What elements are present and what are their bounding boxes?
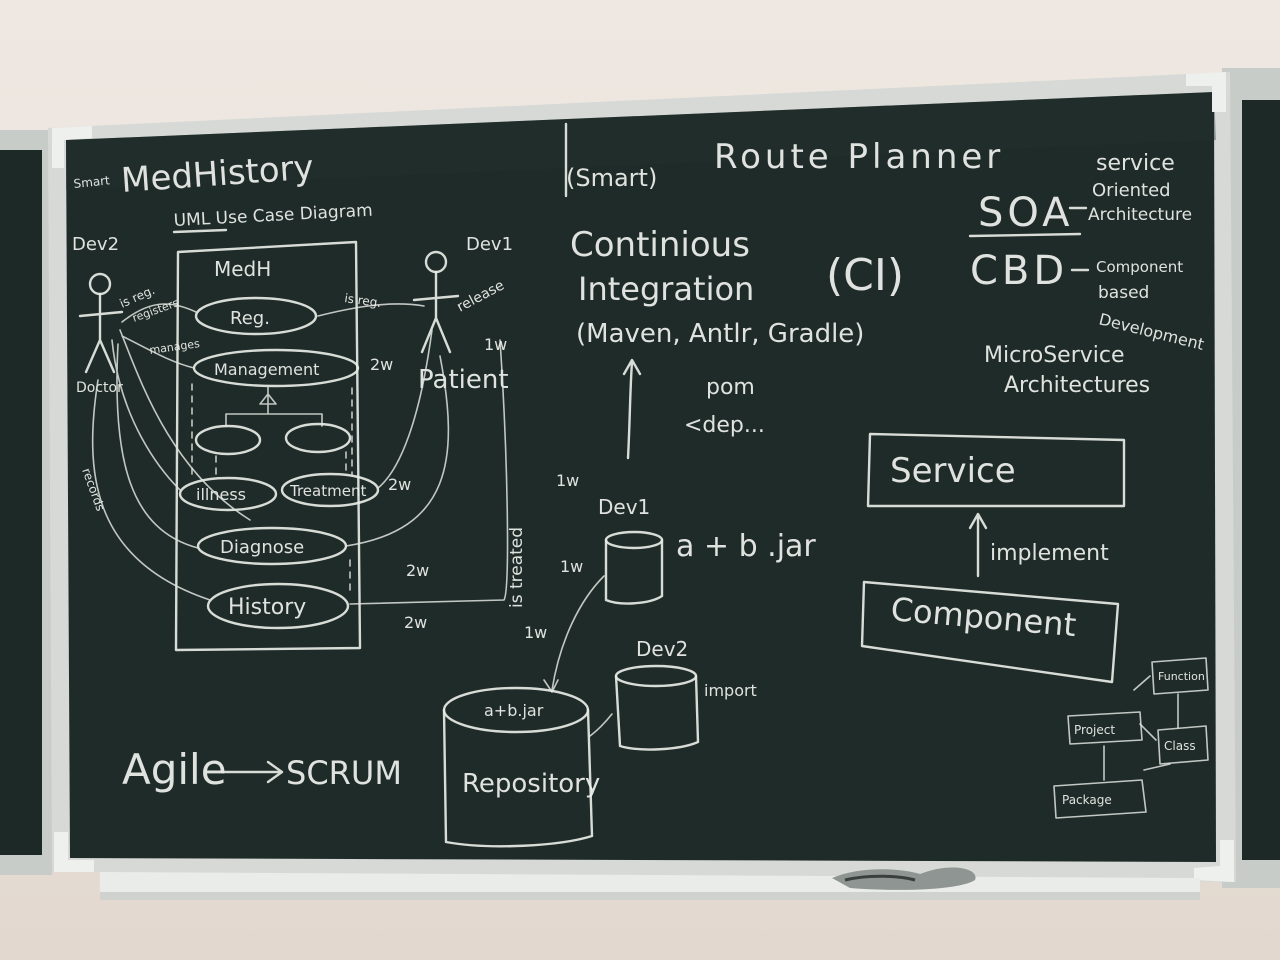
dev2-to-repo-arrow [589,713,613,737]
dev2-middle-label: Dev2 [636,637,688,661]
smart-label: Smart [73,173,111,191]
soa-full-2: Oriented [1092,180,1171,201]
duration-treatment: 2w [388,475,411,494]
duration-history: 2w [404,613,427,632]
package-box [1053,779,1147,819]
cbd-label: CBD [970,248,1068,294]
project-label: Project [1074,723,1115,737]
cbd-full-2: based [1098,283,1149,303]
week-label-1: 1w [556,471,579,490]
soa-full-3: Architecture [1088,205,1192,225]
patient-label: Patient [418,365,509,395]
implement-arrow [968,512,988,578]
ci-continious: Continious [570,225,750,265]
soa-label: SOA [978,190,1074,236]
uml-underline [172,228,228,234]
cbd-full-1: Component [1096,258,1183,276]
patient-associations [317,303,509,605]
usecase-treatment-ellipse [280,472,380,508]
system-boundary [174,240,362,652]
repository-label: Repository [462,769,600,799]
dev1-cylinder [604,530,664,605]
abstract-usecase-1 [194,424,262,456]
implement-label: implement [990,541,1109,566]
tools-arrow [622,358,642,460]
class-label: Class [1164,739,1196,753]
route-planner-title: Route Planner [714,137,1004,177]
usecase-illness: illness [196,485,246,504]
agile-arrow [220,760,284,784]
duration-management: 2w [370,355,393,374]
duration-diagnose: 2w [406,561,429,580]
doctor-actor-figure [78,272,124,374]
ci-section: (Smart) Route Planner Continious Integra… [442,122,1004,848]
dev1-middle-label: Dev1 [598,495,650,519]
microservice-line1: MicroService [984,343,1125,368]
package-label: Package [1062,793,1112,807]
usecase-reg-ellipse [194,296,318,336]
usecase-history-ellipse [206,582,350,630]
left-side-board [0,130,52,875]
usecase-management: Management [214,360,319,379]
class-box [1157,725,1209,765]
generalization-arrow [225,385,323,427]
scrum-label: SCRUM [286,754,402,792]
patient-actor-figure [412,250,460,354]
pom-label: pom [706,375,755,400]
repo-jar-label: a+b.jar [484,701,544,720]
eraser [832,867,976,890]
microservice-line2: Architectures [1004,373,1150,398]
component-box [860,580,1120,684]
duration-release: 1w [484,335,507,354]
doctor-associations [91,303,251,601]
system-label: MedH [214,257,271,281]
ci-integration: Integration [578,270,754,308]
usecase-illness-ellipse [178,476,278,512]
import-label: import [704,681,757,700]
usecase-treatment: Treatment [289,482,366,500]
project-box [1067,711,1143,745]
usecase-reg: Reg. [230,308,270,329]
ci-tools: (Maven, Antlr, Gradle) [576,319,864,349]
service-label: Service [890,451,1016,491]
soa-full-1: service [1096,151,1175,176]
function-box [1151,657,1209,695]
usecase-history: History [228,595,306,620]
repository-cylinder [442,686,594,848]
dev1-jar-label: a + b .jar [676,529,816,564]
week-label-2: 1w [560,557,583,576]
service-box [866,432,1126,508]
abstract-usecase-2 [284,422,352,454]
uml-small-links [1103,675,1179,781]
dashed-include-lines [191,383,353,591]
route-smart-label: (Smart) [566,164,657,192]
usecase-diagnose: Diagnose [220,537,304,558]
function-label: Function [1158,670,1205,683]
ci-abbr: (CI) [826,250,904,301]
week-label-3: 1w [524,623,547,642]
doctor-label: Doctor [76,380,123,396]
dev2-cylinder [614,664,700,751]
dep-label: <dep... [684,413,765,438]
dev1-label: Dev1 [466,234,513,255]
relation-is-reg-patient: is reg. [344,291,382,310]
soa-cbd-fraction-line [968,206,1088,238]
relation-is-treated: is treated [507,527,527,608]
agile-label: Agile [122,745,227,794]
uml-use-case-section: Smart MedHistory UML Use Case Diagram De… [72,148,527,794]
dev2-label: Dev2 [72,234,119,255]
main-board-frame [48,72,1236,900]
